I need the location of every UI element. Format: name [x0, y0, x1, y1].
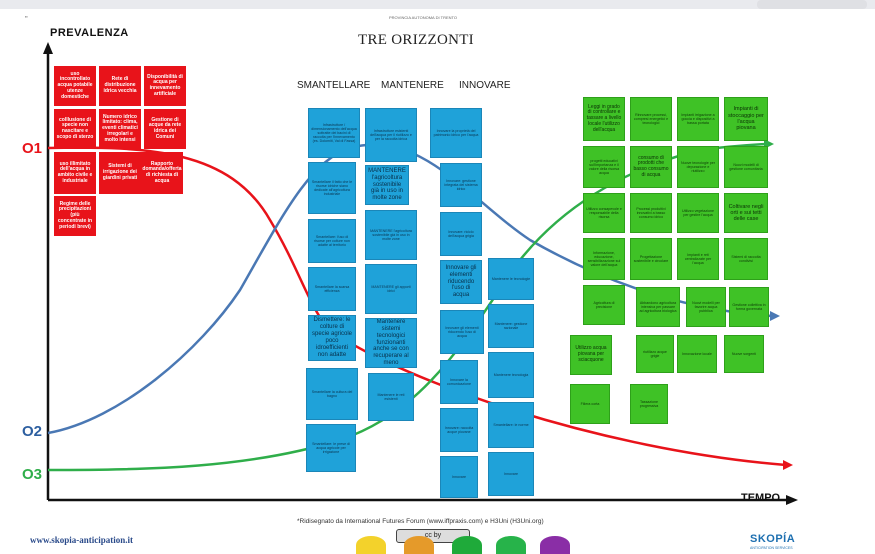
x-axis-arrow-icon	[786, 495, 798, 505]
o1-arrow-icon	[783, 460, 793, 470]
blue-note: Innovare: gestione integrata del sistema…	[440, 163, 482, 207]
browser-top-bar	[0, 0, 875, 9]
blue-note: Innovare: riciclo dell'acqua grigia	[440, 212, 482, 256]
red-note: Sistemi di irrigazione dei giardini priv…	[99, 152, 141, 194]
blue-note: MANTENERE gli apporti idrici	[365, 264, 417, 314]
mask-icon	[540, 536, 570, 554]
blue-note: Smantellare la cultura del bagno	[306, 368, 358, 420]
source-note: *Ridisegnato da International Futures Fo…	[297, 518, 544, 525]
green-note: Gestione collettiva in forma governata	[729, 287, 769, 327]
green-note: Abbandono agricoltura intensiva per pass…	[636, 287, 680, 327]
red-note: Rapporto domanda/offerta di richiesta di…	[141, 152, 183, 194]
green-note: Informazione, educazione, sensibilizzazi…	[583, 238, 625, 280]
sheep-icon	[356, 536, 386, 554]
phase-label-smantellare: SMANTELLARE	[297, 80, 371, 91]
blue-note: Smantellare: le norme	[488, 402, 534, 448]
red-note: uso illimitato dell'acqua in ambito civi…	[54, 152, 96, 194]
green-note: Progettazione sostenibile e circolare	[630, 238, 672, 280]
red-note: Regime delle precipitazioni (più concent…	[54, 196, 96, 236]
green-note: progetti educativi sull'importanza e il …	[583, 146, 625, 188]
y-axis-arrow-icon	[43, 42, 53, 54]
red-note: Rete di distribuzione idrica vecchia	[99, 66, 141, 106]
blue-note-large: MANTENERE l'agricoltura sostenibile già …	[365, 165, 409, 205]
green-note: Impianti irrigazione a goccia e disposit…	[677, 97, 719, 141]
blue-note-large: Innovare gli elementi riducendo l'uso di…	[440, 260, 482, 304]
blue-note: Mantenere le reti esistenti	[368, 373, 414, 421]
blue-note: Smantellare: le prese di acqua agricole …	[306, 424, 356, 472]
o2-arrow-icon	[770, 311, 780, 321]
people-icon	[496, 536, 526, 554]
green-note: Nuove tecnologie per depurazione e riuti…	[677, 146, 719, 188]
website-link[interactable]: www.skopia-anticipation.it	[30, 535, 134, 545]
phase-label-innovare: INNOVARE	[459, 80, 511, 91]
blue-note: Smantellare la scarsa efficienza	[308, 267, 356, 311]
blue-note: Infrastrutture / dimensionamento dell'ac…	[308, 108, 360, 158]
horizon-label-o2: O2	[22, 423, 43, 440]
green-note: Nuovi modelli di gestione comunitaria	[724, 146, 768, 188]
green-note: Filiera corta	[570, 384, 610, 424]
blue-note: Smantellare: l'uso di risorse per coltur…	[308, 219, 356, 263]
blue-note: MANTENERE l'agricoltura sostenibile già …	[365, 210, 417, 260]
green-note: Rinnovare processi, compresi energetici …	[630, 97, 672, 141]
blue-note: Innovare la comunicazione	[440, 360, 478, 404]
header-small-text: PROVINCIA AUTONOMA DI TRENTO	[389, 15, 458, 20]
phase-label-mantenere: MANTENERE	[381, 80, 444, 91]
red-note: Numero idrico limitato: clima, eventi cl…	[99, 109, 141, 149]
horizon-label-o3: O3	[22, 466, 43, 483]
blue-note: Innovare gli elementi riducendo l'uso di…	[440, 310, 484, 354]
blue-note: Innovare	[440, 456, 478, 498]
green-note: Impianti e reti centralizzate per l'acqu…	[677, 238, 719, 280]
green-note: Utilizzo vegetazione per gestire l'acqua	[677, 193, 719, 233]
x-axis-label: TEMPO	[741, 492, 781, 504]
top-bar-control[interactable]	[757, 0, 867, 9]
blue-note: Innovare: raccolta acque piovane	[440, 408, 478, 452]
blue-note: Innovare la proprietà del patrimonio idr…	[430, 108, 482, 158]
blue-note: Smantellare il fatto che le risorse idri…	[308, 162, 356, 214]
horizon-curve-o1	[47, 146, 787, 467]
green-note: Agricoltura di precisione	[583, 285, 625, 325]
ps-icon	[404, 536, 434, 554]
green-note: Utilizzo consapevole e responsabile dell…	[583, 193, 625, 233]
green-note: Nuove sorgenti	[724, 335, 764, 373]
green-note: consumo di prodotti che basso consumo di…	[630, 146, 672, 188]
chart-title: TRE ORIZZONTI	[358, 32, 474, 48]
green-note: Processi produttivi innovativi a basso c…	[630, 193, 672, 233]
blue-note: Mantenere tecnologia	[488, 352, 534, 398]
blue-note: Infrastrutture esistenti dell'acqua per …	[365, 108, 417, 162]
blue-note-large: Dismettere: le colture di specie agricol…	[308, 315, 356, 361]
green-note: Nuovi modelli per favorire acqua pubblic…	[686, 287, 726, 327]
green-note: Leggi in grado di controllare e tassare …	[583, 97, 625, 141]
horizon-label-o1: O1	[22, 140, 43, 157]
green-note: Sistemi di raccolta condivisi	[724, 238, 768, 280]
blue-note-large: Mantenere sistemi tecnologici funzionant…	[365, 318, 417, 368]
green-note: Innovazione locale	[677, 335, 717, 373]
green-note: riutilizzo acque grigie	[636, 335, 674, 373]
chat-icon	[452, 536, 482, 554]
header-logo-left: ▪▪	[25, 14, 28, 19]
blue-note: Innovare	[488, 452, 534, 496]
green-note: Coltivare negli orti e sui tetti delle c…	[724, 193, 768, 233]
skopia-logo: SKOPÍA	[750, 533, 796, 545]
green-note: Impianti di stoccaggio per l'acqua piova…	[724, 97, 768, 141]
green-note: Tassazione progressiva	[630, 384, 668, 424]
red-note: uso incontrollato acqua potabile utenze …	[54, 66, 96, 106]
blue-note: Mantenere le tecnologie	[488, 258, 534, 300]
green-note: Utilizzo acqua piovana per sciacquone	[570, 335, 612, 375]
blue-note: Mantenere: gestione razionale	[488, 304, 534, 348]
red-note: Gestione di acque da rete idrica dei Com…	[144, 109, 186, 149]
skopia-tagline: ANTICIPATION SERVICES	[750, 546, 793, 550]
red-note: colllusione di specie non nascitare e sc…	[54, 109, 96, 149]
y-axis-label: PREVALENZA	[50, 27, 129, 39]
red-note: Disponibilità di acqua per innevamento a…	[144, 66, 186, 106]
